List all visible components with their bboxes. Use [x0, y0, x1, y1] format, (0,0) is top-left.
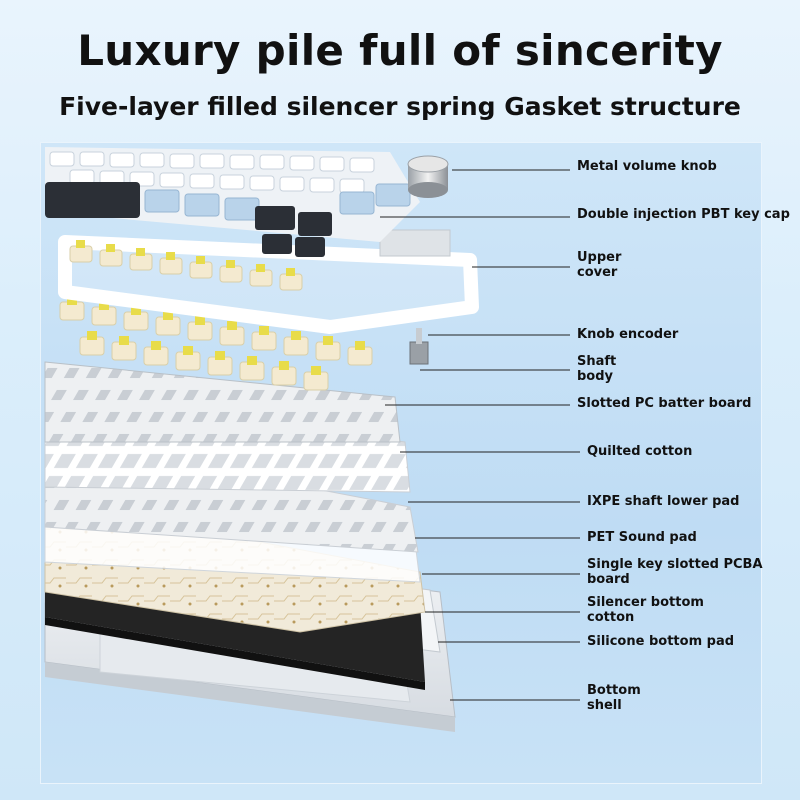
knob-encoder [409, 328, 429, 365]
label-pcba-board: Single key slotted PCBA board [587, 557, 763, 587]
label-shaft-body: Shaft body [577, 354, 617, 384]
label-metal-volume-knob: Metal volume knob [577, 159, 717, 174]
top-switch-row [69, 240, 303, 291]
label-keycap: Double injection PBT key cap [577, 207, 790, 222]
switch-bodies [59, 296, 373, 391]
label-bottom-shell: Bottom shell [587, 683, 641, 713]
metal-volume-knob [407, 155, 449, 198]
label-pet-sound-pad: PET Sound pad [587, 530, 697, 545]
label-pc-batter-board: Slotted PC batter board [577, 396, 752, 411]
leader-lines [380, 169, 580, 701]
label-silicone-pad: Silicone bottom pad [587, 634, 735, 649]
label-silencer-cotton: Silencer bottom cotton [587, 595, 704, 625]
label-quilted-cotton: Quilted cotton [587, 444, 693, 459]
page-title: Luxury pile full of sincerity [77, 26, 723, 75]
label-knob-encoder: Knob encoder [577, 327, 679, 342]
label-ixpe-pad: IXPE shaft lower pad [587, 494, 740, 509]
exploded-keyboard-illustration [44, 147, 580, 732]
label-upper-cover: Upper cover [577, 250, 622, 280]
keycaps [45, 147, 420, 257]
page-subtitle: Five-layer filled silencer spring Gasket… [59, 92, 741, 121]
